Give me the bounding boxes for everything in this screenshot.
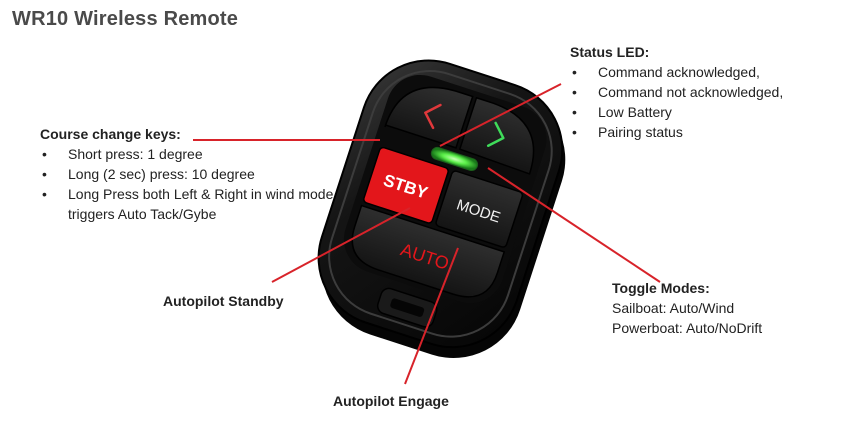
callout-autopilot-engage: Autopilot Engage — [333, 391, 449, 411]
callout-toggle-modes: Toggle Modes: Sailboat: Auto/Wind Powerb… — [612, 278, 842, 338]
leader-line-auto — [404, 247, 459, 385]
callout-heading: Autopilot Engage — [333, 393, 449, 409]
callout-status-led: Status LED: Command acknowledged, Comman… — [570, 42, 840, 142]
course-items: Short press: 1 degree Long (2 sec) press… — [40, 144, 360, 224]
mode-button[interactable] — [435, 170, 524, 248]
callout-course-keys: Course change keys: Short press: 1 degre… — [40, 124, 360, 224]
list-item: Command acknowledged, — [570, 62, 840, 82]
leader-lines — [193, 83, 661, 385]
leader-line-stby — [271, 207, 411, 283]
leader-line-mode — [487, 167, 661, 283]
list-item: Long Press both Left & Right in wind mod… — [40, 184, 360, 224]
mode-line: Sailboat: Auto/Wind — [612, 300, 735, 316]
list-item: Command not acknowledged, — [570, 82, 840, 102]
callout-heading: Autopilot Standby — [163, 293, 284, 309]
callout-heading: Course change keys: — [40, 126, 181, 142]
callout-heading: Toggle Modes: — [612, 280, 710, 296]
chevron-left-icon — [424, 103, 442, 130]
list-item: Pairing status — [570, 122, 840, 142]
status-led-icon — [430, 146, 479, 172]
mode-line: Powerboat: Auto/NoDrift — [612, 320, 763, 336]
auto-button[interactable] — [344, 204, 506, 306]
stby-button[interactable] — [363, 146, 449, 224]
callout-heading: Status LED: — [570, 44, 650, 60]
leader-line-led — [439, 83, 562, 147]
list-item: Low Battery — [570, 102, 840, 122]
page-title: WR10 Wireless Remote — [12, 8, 239, 30]
list-item: Long (2 sec) press: 10 degree — [40, 164, 360, 184]
course-right-key[interactable] — [458, 96, 547, 175]
callout-autopilot-standby: Autopilot Standby — [163, 291, 284, 311]
led-items: Command acknowledged, Command not acknow… — [570, 62, 840, 142]
chevron-right-icon — [486, 121, 505, 148]
lanyard-slot — [390, 298, 425, 317]
list-item: Short press: 1 degree — [40, 144, 360, 164]
